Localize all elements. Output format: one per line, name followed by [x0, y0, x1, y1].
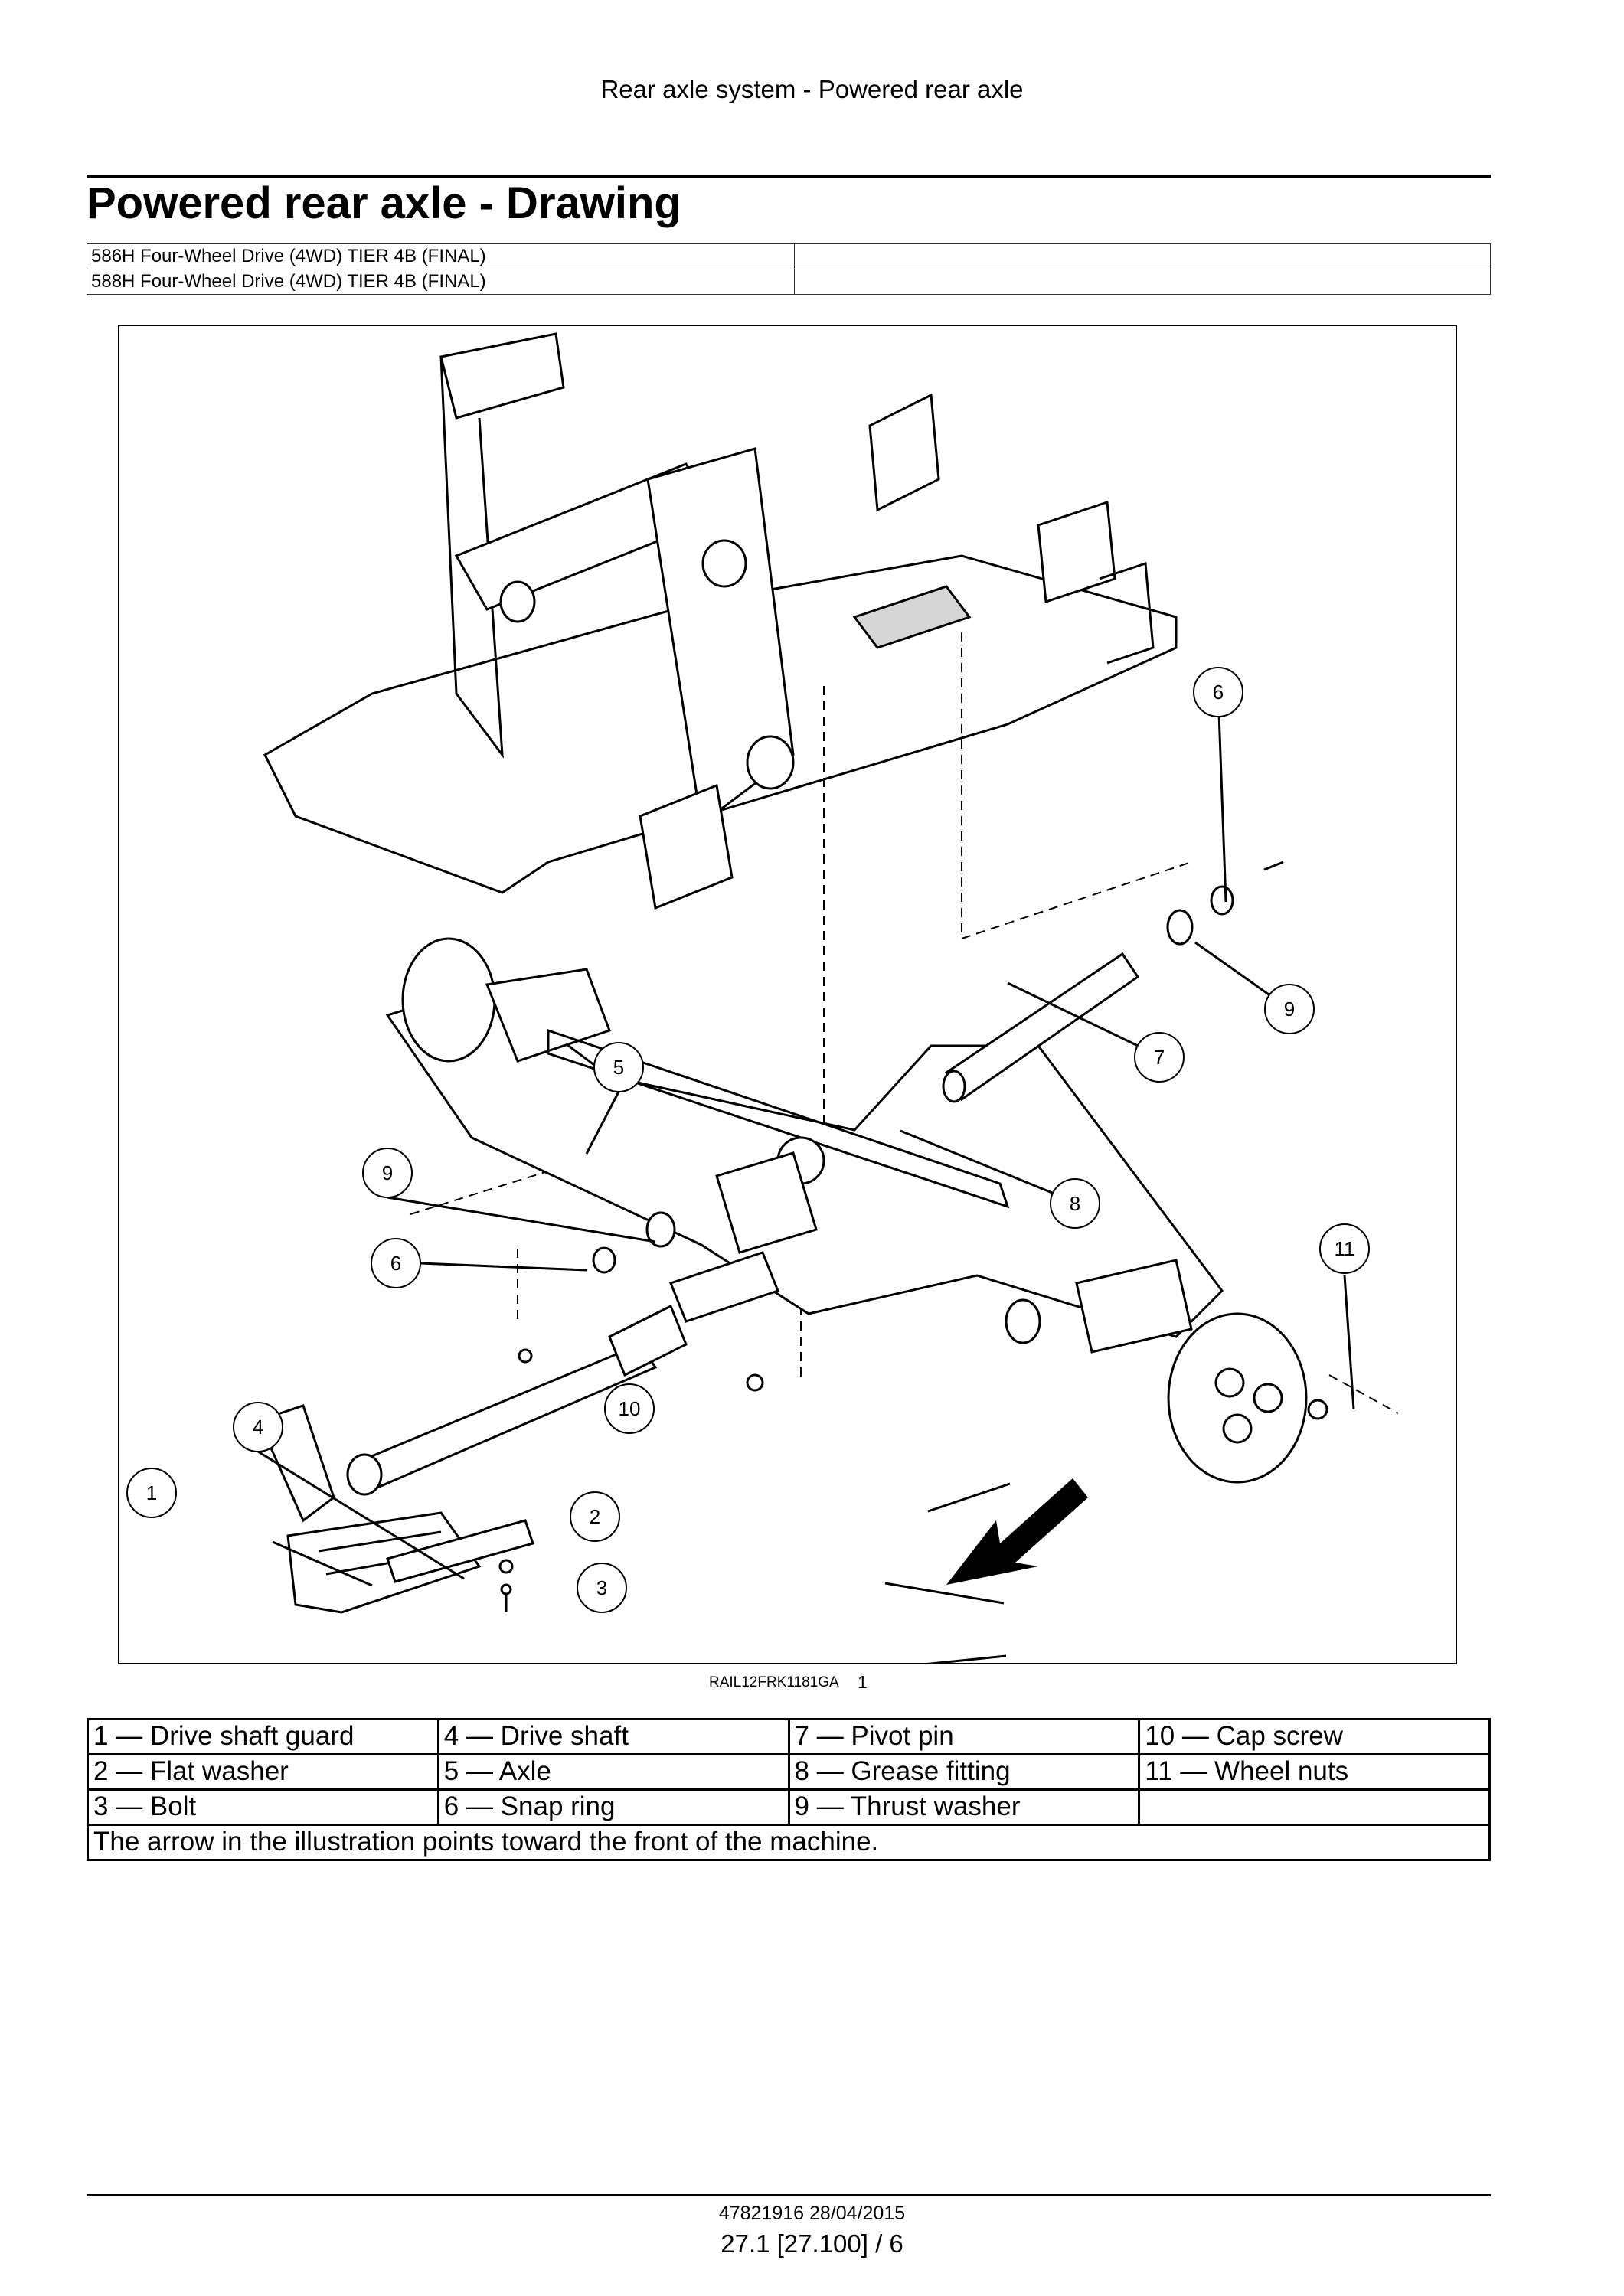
drive-shaft-shape: [346, 1251, 779, 1496]
legend-row: 1 — Drive shaft guard 4 — Drive shaft 7 …: [87, 1718, 1491, 1755]
model-row: 588H Four-Wheel Drive (4WD) TIER 4B (FIN…: [87, 269, 1491, 295]
svg-text:9: 9: [382, 1161, 393, 1184]
legend-cell: 1 — Drive shaft guard: [87, 1718, 439, 1755]
figure-id: RAIL12FRK1181GA: [709, 1674, 839, 1690]
callout-3: 3: [577, 1563, 627, 1613]
callout-1: 1: [126, 1468, 177, 1518]
svg-text:8: 8: [1070, 1192, 1080, 1215]
footer-rule: [87, 2194, 1491, 2196]
callout-4: 4: [233, 1402, 283, 1452]
legend-cell: 10 — Cap screw: [1138, 1718, 1491, 1755]
model-empty-cell: [794, 269, 1491, 295]
legend-row: 2 — Flat washer 5 — Axle 8 — Grease fitt…: [87, 1753, 1491, 1791]
legend-table: 1 — Drive shaft guard 4 — Drive shaft 7 …: [87, 1718, 1491, 1861]
svg-text:4: 4: [253, 1416, 263, 1439]
callout-6-top: 6: [1193, 667, 1243, 717]
page-title: Powered rear axle - Drawing: [87, 178, 681, 228]
legend-cell: 9 — Thrust washer: [787, 1788, 1141, 1826]
legend-row: 3 — Bolt 6 — Snap ring 9 — Thrust washer: [87, 1788, 1491, 1826]
svg-text:1: 1: [146, 1481, 157, 1504]
legend-cell: 8 — Grease fitting: [787, 1753, 1141, 1791]
svg-text:3: 3: [596, 1576, 607, 1599]
figure-frame: 6 9 7 8 11 5 9 6 4 10 1 2 3: [118, 325, 1457, 1664]
svg-text:9: 9: [1284, 998, 1295, 1021]
callout-6-left: 6: [371, 1238, 421, 1288]
model-cell: 588H Four-Wheel Drive (4WD) TIER 4B (FIN…: [87, 269, 795, 295]
callout-9-right: 9: [1264, 984, 1315, 1034]
callout-5: 5: [593, 1042, 644, 1092]
footer-doc-id: 47821916 28/04/2015: [718, 2203, 906, 2224]
svg-text:6: 6: [1213, 681, 1224, 704]
legend-cell: 2 — Flat washer: [87, 1753, 439, 1791]
model-row: 586H Four-Wheel Drive (4WD) TIER 4B (FIN…: [87, 243, 1491, 269]
footer-page-number: 27.1 [27.100] / 6: [721, 2229, 903, 2258]
front-direction-arrow: [946, 1478, 1088, 1585]
legend-cell: 3 — Bolt: [87, 1788, 439, 1826]
legend-cell: 5 — Axle: [436, 1753, 790, 1791]
legend-cell: 4 — Drive shaft: [436, 1718, 790, 1755]
page-header: Rear axle system - Powered rear axle: [600, 75, 1024, 103]
legend-cell: 7 — Pivot pin: [787, 1718, 1141, 1755]
callout-8: 8: [1050, 1178, 1100, 1229]
callout-7: 7: [1134, 1032, 1185, 1083]
svg-text:5: 5: [613, 1056, 624, 1079]
svg-text:7: 7: [1154, 1046, 1165, 1069]
legend-cell: 11 — Wheel nuts: [1138, 1753, 1491, 1791]
figure-number: 1: [858, 1672, 868, 1692]
title-rule: [87, 175, 1491, 178]
model-table: 586H Four-Wheel Drive (4WD) TIER 4B (FIN…: [87, 243, 1491, 295]
legend-cell: 6 — Snap ring: [436, 1788, 790, 1826]
callout-10: 10: [604, 1383, 655, 1434]
axle-exploded-drawing: 6 9 7 8 11 5 9 6 4 10 1 2 3: [126, 332, 1399, 1663]
svg-text:11: 11: [1335, 1237, 1355, 1260]
callout-2: 2: [570, 1491, 620, 1542]
legend-cell: [1138, 1788, 1491, 1826]
callout-9-left: 9: [362, 1148, 413, 1198]
svg-text:6: 6: [390, 1252, 401, 1275]
model-cell: 586H Four-Wheel Drive (4WD) TIER 4B (FIN…: [87, 243, 795, 269]
chassis-frame: [263, 332, 1178, 910]
callout-11: 11: [1319, 1223, 1370, 1274]
legend-note-row: The arrow in the illustration points tow…: [87, 1824, 1491, 1861]
svg-text:10: 10: [619, 1397, 641, 1420]
legend-note: The arrow in the illustration points tow…: [87, 1824, 1491, 1861]
svg-text:2: 2: [590, 1505, 600, 1528]
model-empty-cell: [794, 243, 1491, 269]
